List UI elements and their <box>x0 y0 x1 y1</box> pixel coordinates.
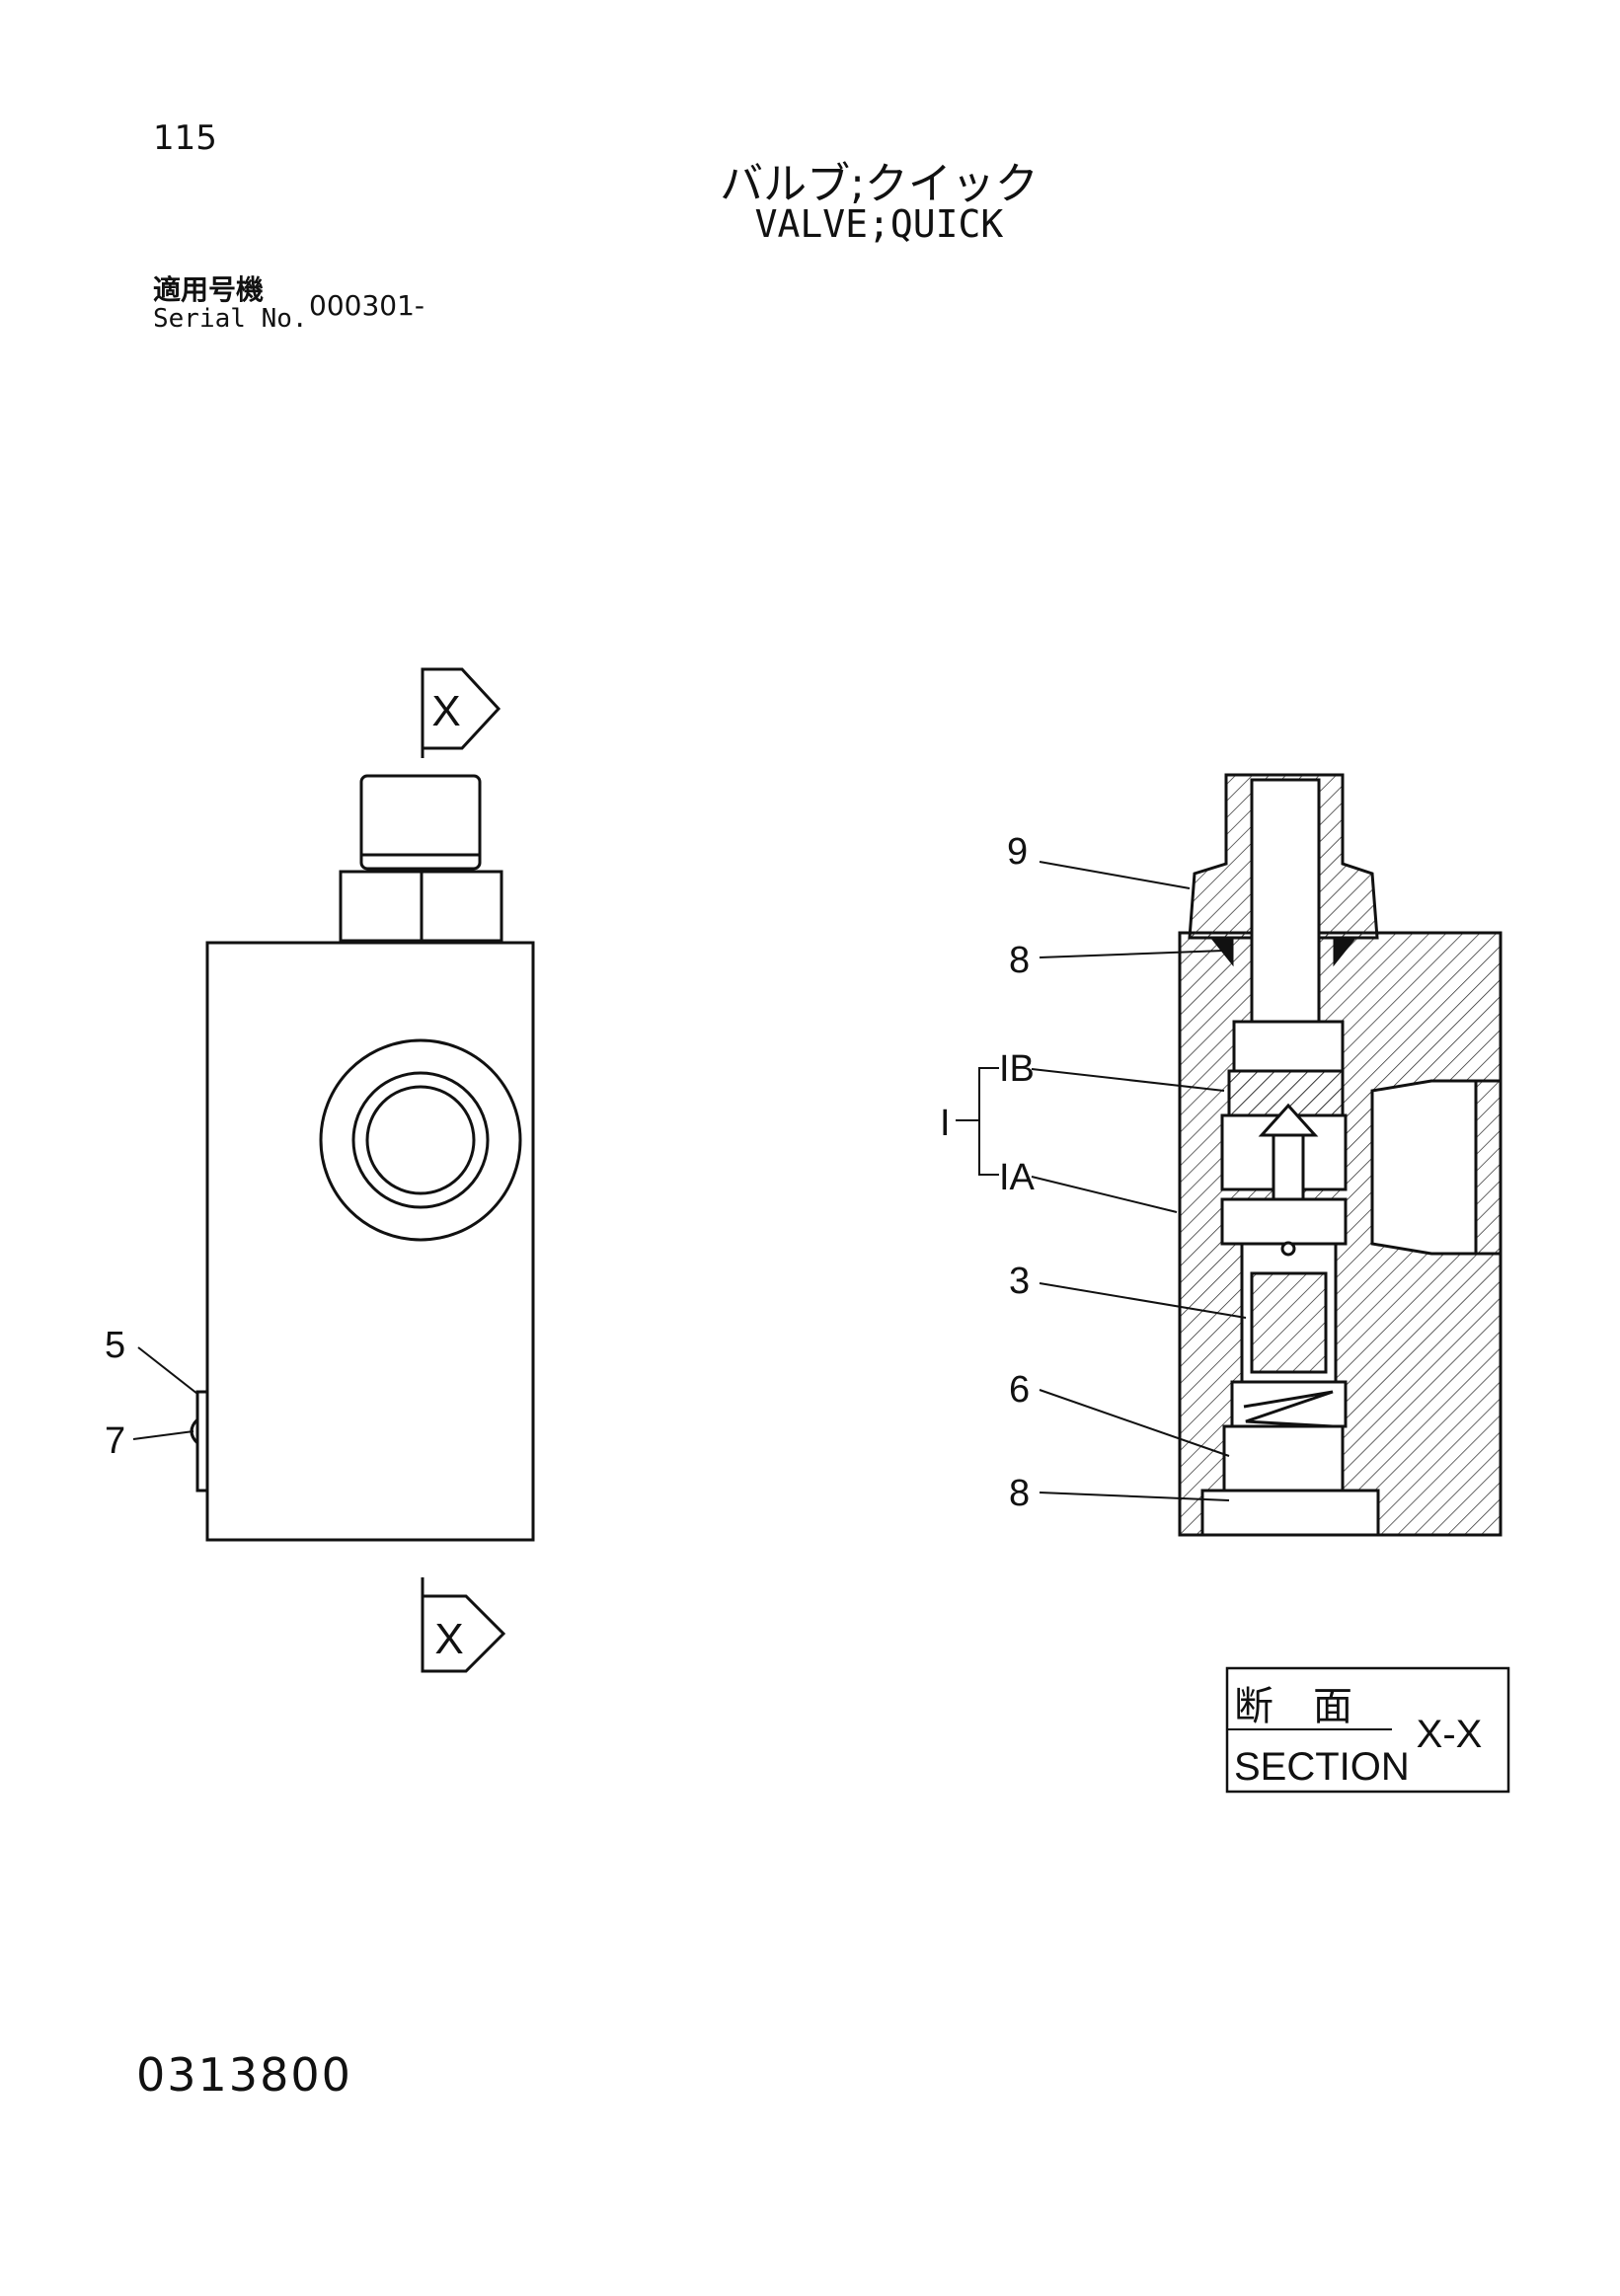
section-view <box>1178 773 1503 1537</box>
callout-8-top: 8 <box>1009 940 1030 981</box>
callout-5: 5 <box>105 1325 125 1366</box>
title-japanese: バルブ;クイック <box>720 159 1039 209</box>
section-label-english: SECTION <box>1234 1745 1410 1789</box>
section-callouts: 9 8 IB I IA 3 6 8 <box>940 831 1247 1514</box>
serial-number-value: 000301- <box>309 289 424 322</box>
callout-IB: IB <box>999 1048 1035 1090</box>
section-marker-top: X <box>421 667 501 758</box>
page-number: 115 <box>153 118 217 158</box>
section-label-id: X-X <box>1417 1713 1483 1756</box>
document-number: 0313800 <box>136 2048 352 2102</box>
external-view: X X <box>190 667 535 1673</box>
callout-9: 9 <box>1007 831 1028 873</box>
section-label-japanese: 断 面 <box>1234 1685 1352 1728</box>
callout-8-bottom: 8 <box>1009 1473 1030 1514</box>
callout-6: 6 <box>1009 1369 1030 1411</box>
callout-IA: IA <box>999 1157 1036 1198</box>
serial-label-japanese: 適用号機 <box>153 273 265 306</box>
section-label-box: 断 面 SECTION X-X <box>1225 1666 1510 1794</box>
left-callouts: 5 7 <box>105 1325 198 1462</box>
section-marker-bottom-label: X <box>434 1615 463 1663</box>
callout-7: 7 <box>105 1420 125 1462</box>
callout-3: 3 <box>1009 1261 1030 1302</box>
title-english: VALVE;QUICK <box>754 202 1004 246</box>
section-marker-bottom: X <box>421 1577 506 1673</box>
section-marker-top-label: X <box>431 687 460 735</box>
callout-I: I <box>940 1103 951 1144</box>
serial-label-english: Serial No. <box>153 304 308 334</box>
